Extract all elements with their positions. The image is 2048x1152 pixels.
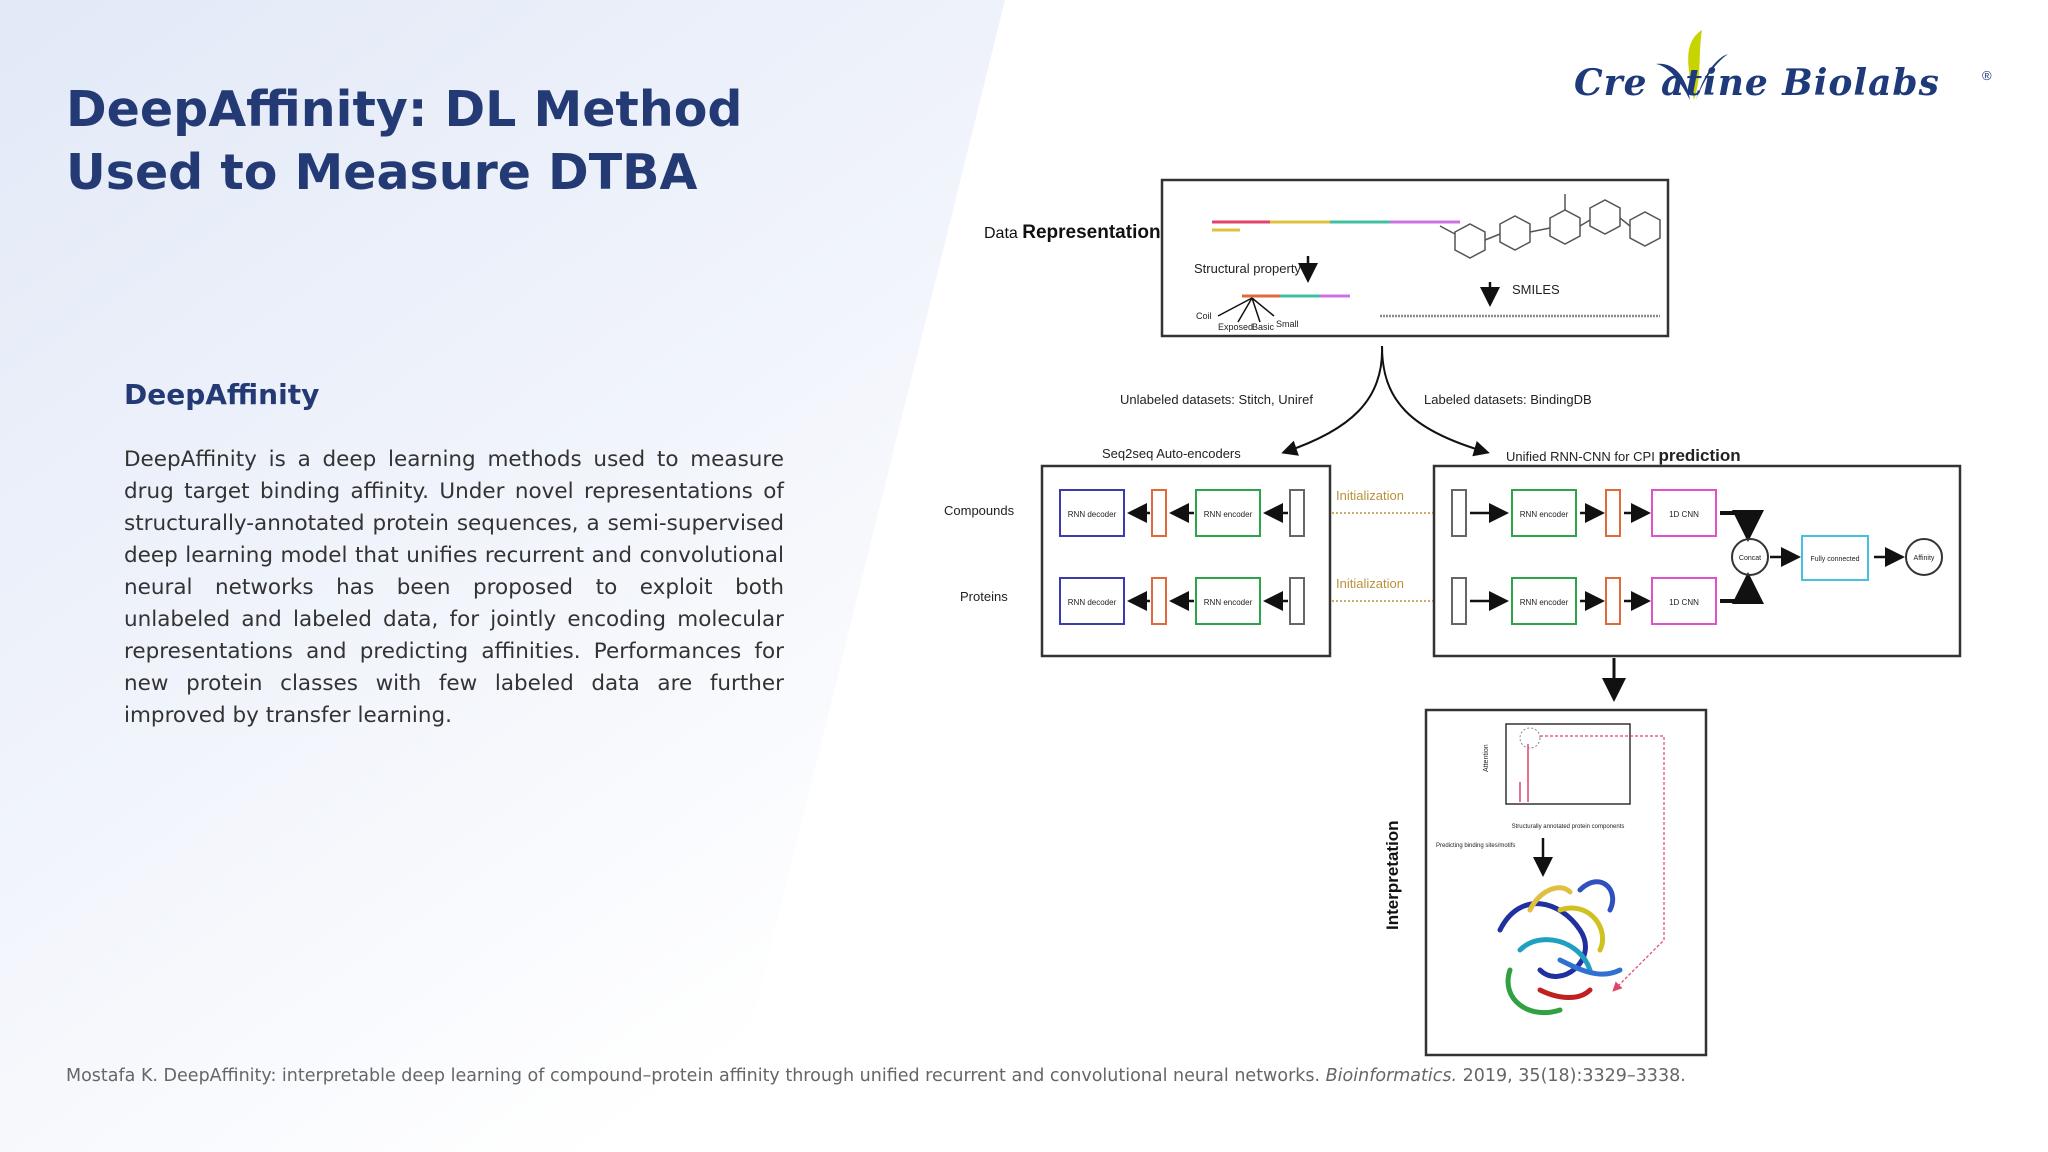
molecule-structure-icon	[1439, 194, 1661, 259]
compounds-label: Compounds	[944, 503, 1015, 518]
proteins-label: Proteins	[960, 589, 1008, 604]
affinity-node	[1905, 538, 1943, 576]
protein-rnn-encoder-label-left: RNN encoder	[1204, 598, 1253, 607]
fully-connected-label: Fully connected	[1810, 556, 1859, 563]
compound-embedding-box-left	[1289, 489, 1305, 537]
seq2seq-label: Seq2seq Auto-encoders	[1102, 446, 1241, 461]
labeled-datasets-label: Labeled datasets: BindingDB	[1424, 392, 1592, 407]
attention-plot-frame	[1505, 723, 1631, 805]
compound-rnn-encoder-box-left	[1195, 489, 1261, 537]
protein-rnn-encoder-box-left	[1195, 577, 1261, 625]
data-representation-label: Data Representation	[984, 222, 1161, 243]
section-heading: DeepAffinity	[124, 378, 320, 411]
logo-wordmark: Cre atine Biolabs	[1574, 62, 1940, 104]
protein-cnn-label: 1D CNN	[1669, 598, 1699, 607]
protein-rnn-decoder-label: RNN decoder	[1068, 598, 1117, 607]
title-line-1: DeepAffinity: DL Method	[66, 81, 743, 138]
protein-attention-box-right	[1605, 577, 1621, 625]
data-representation-frame	[1160, 178, 1670, 338]
body-paragraph: DeepAffinity is a deep learning methods …	[124, 447, 784, 728]
small-label: Small	[1276, 319, 1299, 329]
protein-sequence-strip	[1212, 220, 1460, 232]
smiles-label: SMILES	[1512, 282, 1560, 297]
attention-highlight-circle	[1519, 727, 1541, 749]
fully-connected-box	[1801, 535, 1869, 581]
unlabeled-datasets-label: Unlabeled datasets: Stitch, Uniref	[1120, 392, 1313, 407]
protein-rnn-decoder-box	[1059, 577, 1125, 625]
binding-site-pointer	[1540, 735, 1665, 992]
company-logo: Cre atine Biolabs ®	[1570, 24, 2000, 124]
cnn-to-concat-arrow-bottom	[1720, 572, 1764, 604]
split-arrow-left	[1281, 345, 1384, 456]
attention-axis-label: Attention	[1483, 744, 1490, 772]
prediction-frame	[1432, 464, 1962, 658]
unified-rnn-cnn-label: Unified RNN-CNN for CPI prediction	[1506, 446, 1741, 465]
logo-leaf-icon	[1656, 30, 1728, 100]
compound-cnn-box	[1651, 489, 1717, 537]
compound-rnn-encoder-label-left: RNN encoder	[1204, 510, 1253, 519]
split-arrow-right	[1381, 345, 1490, 457]
compound-cnn-label: 1D CNN	[1669, 510, 1699, 519]
deepaffinity-diagram: Data Representation Structural property …	[944, 178, 1962, 1057]
cnn-to-concat-arrow-top	[1720, 510, 1764, 542]
structural-annotation-strip	[1217, 294, 1350, 323]
autoencoder-frame	[1040, 464, 1332, 658]
initialization-label-proteins: Initialization	[1336, 576, 1404, 591]
citation-main: Mostafa K. DeepAffinity: interpretable d…	[66, 1066, 1321, 1086]
compound-attention-box-right	[1605, 489, 1621, 537]
citation-tail: 2019, 35(18):3329–3338.	[1462, 1066, 1686, 1086]
citation-journal: Bioinformatics.	[1325, 1066, 1458, 1086]
concat-label: Concat	[1739, 555, 1761, 562]
interpretation-frame	[1424, 708, 1708, 1057]
compound-rnn-encoder-label-right: RNN encoder	[1520, 510, 1569, 519]
basic-label: Basic	[1252, 322, 1275, 332]
protein-attention-box-left	[1151, 577, 1167, 625]
protein-embedding-box-right	[1451, 577, 1467, 625]
title-line-2: Used to Measure DTBA	[66, 144, 698, 201]
structural-property-label: Structural property	[1194, 261, 1301, 276]
components-axis-label: Structurally annotated protein component…	[1512, 824, 1625, 830]
citation: Mostafa K. DeepAffinity: interpretable d…	[66, 1066, 1966, 1086]
concat-node	[1731, 538, 1769, 576]
logo-registered-mark: ®	[1982, 68, 1992, 83]
protein-embedding-box-left	[1289, 577, 1305, 625]
compound-attention-box-left	[1151, 489, 1167, 537]
initialization-label-compounds: Initialization	[1336, 488, 1404, 503]
compound-embedding-box-right	[1451, 489, 1467, 537]
protein-cnn-box	[1651, 577, 1717, 625]
protein-rnn-encoder-box-right	[1511, 577, 1577, 625]
compound-rnn-decoder-box	[1059, 489, 1125, 537]
protein-rnn-encoder-label-right: RNN encoder	[1520, 598, 1569, 607]
coil-label: Coil	[1196, 311, 1212, 321]
compound-rnn-encoder-box-right	[1511, 489, 1577, 537]
interpretation-label: Interpretation	[1383, 820, 1402, 930]
predicting-sites-label: Predicting binding sites/motifs	[1436, 843, 1515, 849]
protein-structure-image	[1497, 879, 1623, 1016]
exposed-label: Exposed	[1218, 322, 1253, 332]
affinity-label: Affinity	[1914, 555, 1935, 562]
compound-rnn-decoder-label: RNN decoder	[1068, 510, 1117, 519]
page-title: DeepAffinity: DL Method Used to Measure …	[66, 78, 766, 204]
